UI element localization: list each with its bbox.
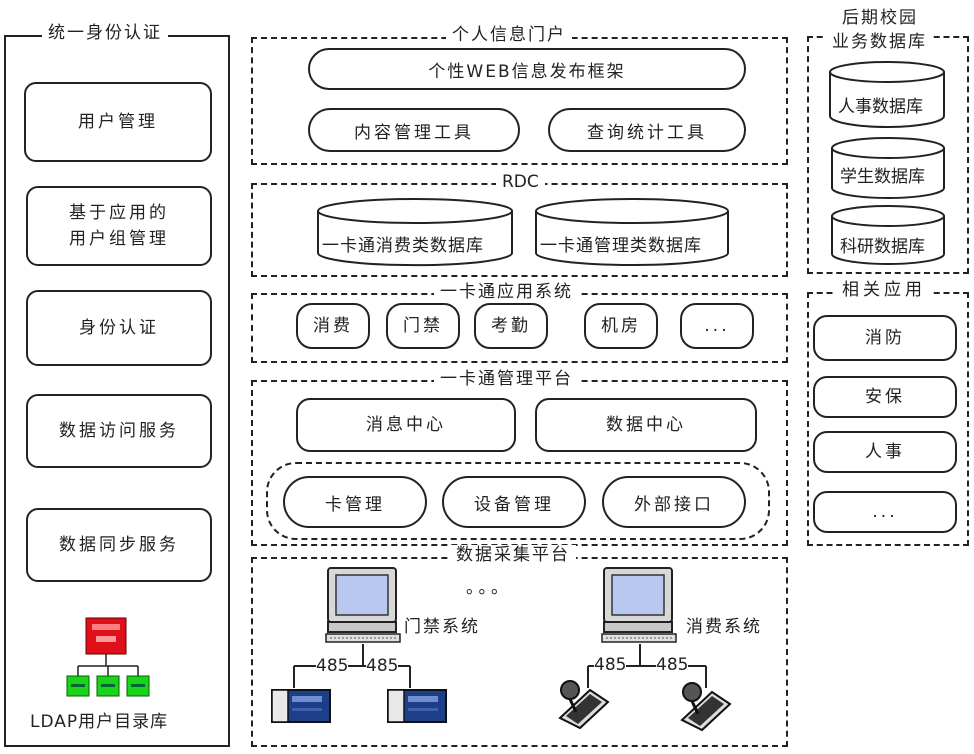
rdc-title: RDC bbox=[496, 172, 545, 192]
collection-ellipsis: 。。。 bbox=[466, 578, 512, 598]
pos-system-label: 消费系统 bbox=[686, 617, 762, 637]
data-collection-title: 数据采集平台 bbox=[450, 545, 576, 565]
portal-title: 个人信息门户 bbox=[446, 25, 572, 45]
rdc-management-db bbox=[535, 198, 729, 266]
bus-label-485: 485 bbox=[316, 656, 349, 676]
door-terminal-icon bbox=[387, 689, 447, 723]
related-more-box: ... bbox=[813, 491, 957, 533]
data-access-service-box: 数据访问服务 bbox=[26, 394, 212, 468]
external-interface-box: 外部接口 bbox=[602, 476, 746, 528]
app-group-management-box: 基于应用的 用户组管理 bbox=[26, 186, 212, 266]
backend-db-title-line2: 业务数据库 bbox=[826, 32, 933, 52]
device-management-box: 设备管理 bbox=[442, 476, 586, 528]
card-apps-title: 一卡通应用系统 bbox=[434, 282, 579, 302]
app-attendance: 考勤 bbox=[474, 303, 548, 349]
student-db-label: 学生数据库 bbox=[840, 167, 925, 187]
message-center-box: 消息中心 bbox=[296, 398, 516, 452]
app-more: ... bbox=[680, 303, 754, 349]
card-mgmt-title: 一卡通管理平台 bbox=[434, 369, 579, 389]
student-db-cylinder bbox=[831, 137, 945, 199]
app-consumption: 消费 bbox=[296, 303, 370, 349]
bus-label-485: 485 bbox=[594, 655, 627, 675]
research-db-cylinder bbox=[831, 205, 945, 265]
related-security-box: 安保 bbox=[813, 376, 957, 418]
hr-db-cylinder bbox=[829, 61, 945, 128]
app-door-access: 门禁 bbox=[386, 303, 460, 349]
mgmt-services-group bbox=[266, 462, 770, 540]
door-system-label: 门禁系统 bbox=[404, 617, 480, 637]
research-db-label: 科研数据库 bbox=[840, 237, 925, 257]
pos-terminal-icon bbox=[558, 680, 610, 730]
web-framework-box: 个性WEB信息发布框架 bbox=[308, 48, 746, 90]
related-apps-title: 相关应用 bbox=[836, 280, 932, 300]
rdc-consumption-db bbox=[317, 198, 513, 267]
related-hr-box: 人事 bbox=[813, 431, 957, 473]
data-sync-service-box: 数据同步服务 bbox=[26, 508, 212, 582]
door-terminal-icon bbox=[271, 689, 331, 723]
pos-terminal-icon bbox=[680, 682, 732, 732]
ldap-tree-icon bbox=[66, 617, 150, 697]
identity-auth-title: 统一身份认证 bbox=[42, 23, 168, 43]
related-fire-box: 消防 bbox=[813, 315, 957, 361]
card-management-box: 卡管理 bbox=[283, 476, 427, 528]
hr-db-label: 人事数据库 bbox=[838, 97, 923, 117]
data-center-box: 数据中心 bbox=[535, 398, 757, 452]
door-computer-icon bbox=[325, 567, 401, 643]
identity-auth-box: 身份认证 bbox=[26, 290, 212, 366]
ldap-directory-label: LDAP用户目录库 bbox=[30, 712, 169, 732]
rdc-consumption-db-label: 一卡通消费类数据库 bbox=[322, 236, 484, 256]
content-tool-box: 内容管理工具 bbox=[308, 108, 520, 152]
rdc-management-db-label: 一卡通管理类数据库 bbox=[540, 236, 702, 256]
query-tool-box: 查询统计工具 bbox=[548, 108, 746, 152]
pos-computer-icon bbox=[601, 567, 677, 643]
bus-label-485: 485 bbox=[656, 655, 689, 675]
app-computer-room: 机房 bbox=[584, 303, 658, 349]
user-management-box: 用户管理 bbox=[24, 82, 212, 162]
backend-db-title-line1: 后期校园 bbox=[836, 8, 924, 28]
bus-label-485: 485 bbox=[366, 656, 399, 676]
